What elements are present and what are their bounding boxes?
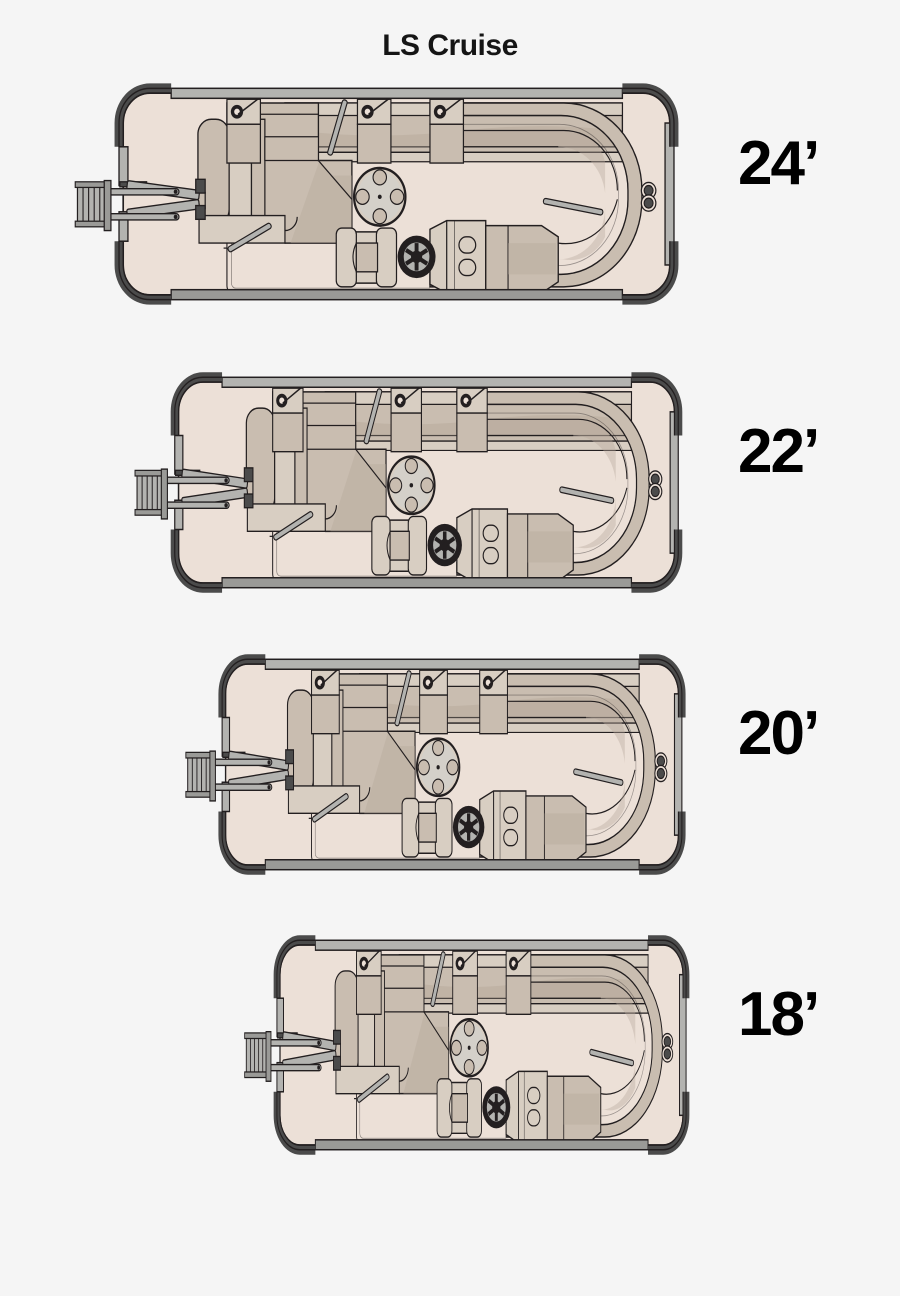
boarding-gate-latch xyxy=(505,949,532,1016)
cleat xyxy=(640,194,657,212)
helm-console xyxy=(479,790,587,864)
boarding-gate-latch xyxy=(429,97,465,164)
bow-boarding-ladder xyxy=(185,750,273,802)
bow-boarding-ladder xyxy=(74,179,180,232)
grab-rails xyxy=(311,670,624,823)
captains-chair xyxy=(335,227,398,288)
steering-wheel xyxy=(427,523,462,567)
boarding-gate-latch xyxy=(390,386,422,453)
helm-station xyxy=(335,219,559,294)
boarding-gate-latch xyxy=(356,949,382,1016)
stern-wraparound-lounge xyxy=(456,391,650,576)
grab-rails xyxy=(356,951,635,1103)
bow-boarding-ladder xyxy=(134,468,230,520)
perimeter-railing xyxy=(170,372,683,593)
helm-console xyxy=(456,508,574,582)
cleat xyxy=(654,764,668,783)
cleat xyxy=(648,482,663,501)
cleat xyxy=(661,1032,674,1051)
helm-station xyxy=(436,1070,602,1144)
boat-diagram-ls-cruise-18[interactable] xyxy=(243,935,720,1155)
boat-top-view-svg xyxy=(134,372,683,593)
boat-top-view-svg xyxy=(74,83,679,305)
helm-station xyxy=(401,790,587,864)
bow-gate xyxy=(119,178,206,221)
boarding-gate-latch xyxy=(272,386,304,453)
boarding-gate-latch xyxy=(226,97,262,164)
steering-wheel xyxy=(482,1086,511,1129)
boarding-gate-latch xyxy=(356,97,392,164)
captains-chair xyxy=(401,797,453,858)
captains-chair xyxy=(436,1078,482,1138)
steering-wheel xyxy=(452,805,485,849)
captains-chair xyxy=(371,515,428,576)
boarding-gate-latch xyxy=(311,668,340,735)
size-label-ls-cruise-20: 20’ xyxy=(738,699,820,768)
bow-boarding-ladder xyxy=(244,1030,322,1082)
cocktail-table xyxy=(415,737,461,798)
cocktail-table xyxy=(449,1018,489,1078)
grab-rails xyxy=(273,388,615,541)
steering-wheel xyxy=(397,235,436,279)
helm-console xyxy=(505,1070,602,1144)
boat-diagram-ls-cruise-20[interactable] xyxy=(184,654,720,875)
size-label-ls-cruise-18: 18’ xyxy=(738,980,820,1049)
page-title: LS Cruise xyxy=(382,29,518,62)
cocktail-table xyxy=(352,166,407,227)
size-label-ls-cruise-24: 24’ xyxy=(738,129,820,198)
helm-station xyxy=(371,508,574,582)
perimeter-railing xyxy=(218,654,686,875)
boat-top-view-svg xyxy=(185,654,686,875)
cleat xyxy=(661,1045,674,1063)
cocktail-table xyxy=(387,455,436,516)
perimeter-railing xyxy=(273,935,690,1155)
size-label-ls-cruise-22: 22’ xyxy=(738,417,820,486)
perimeter-railing xyxy=(114,83,679,305)
helm-console xyxy=(429,219,559,294)
boat-diagram-ls-cruise-24[interactable] xyxy=(73,83,720,305)
grab-rails xyxy=(227,99,604,253)
cleat xyxy=(640,181,657,200)
boarding-gate-latch xyxy=(479,668,508,735)
boarding-gate-latch xyxy=(456,386,488,453)
boat-top-view-svg xyxy=(244,935,690,1155)
boarding-gate-latch xyxy=(419,668,448,735)
boat-diagram-ls-cruise-22[interactable] xyxy=(133,372,720,593)
boarding-gate-latch xyxy=(452,949,478,1016)
